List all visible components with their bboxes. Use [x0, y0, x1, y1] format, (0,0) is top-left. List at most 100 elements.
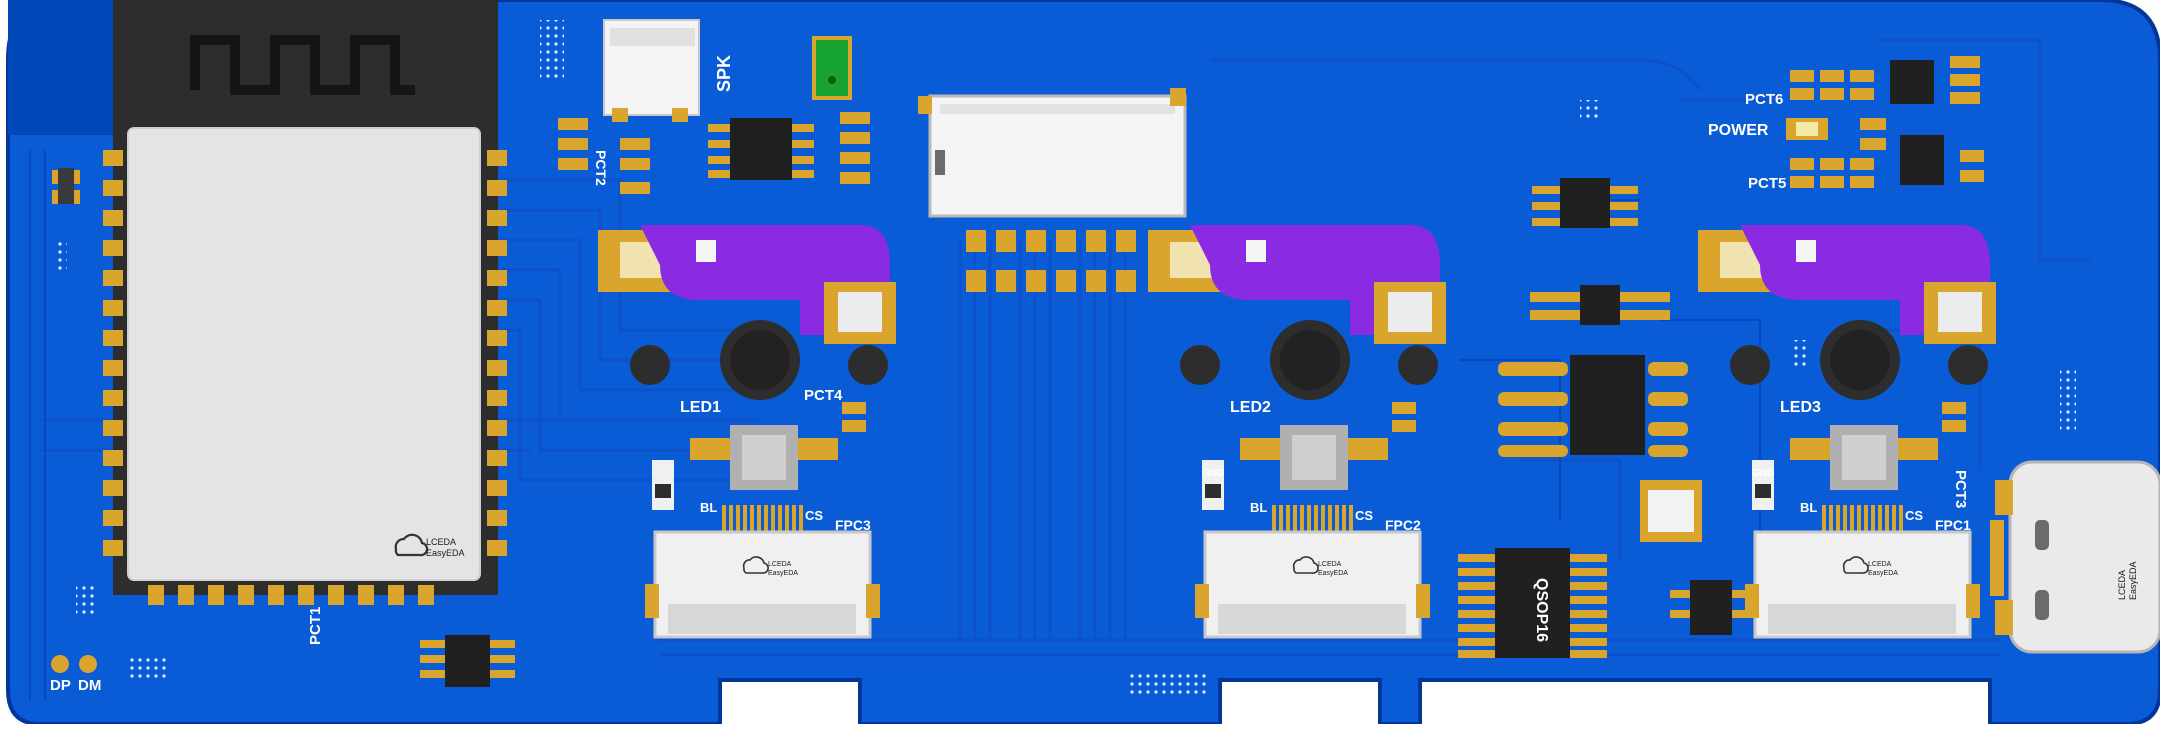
- fpc-pin: [1829, 505, 1833, 535]
- fpc-pin: [1321, 505, 1325, 535]
- label-bl-2: BL: [1250, 500, 1267, 515]
- passive: [1392, 420, 1416, 432]
- module-pad: [487, 480, 507, 496]
- fpc-pin: [1871, 505, 1875, 535]
- mount-hole: [1730, 345, 1770, 385]
- fpc-pin: [1899, 505, 1903, 535]
- pcb-antenna-trace: [190, 35, 415, 95]
- inductor-core: [1292, 435, 1336, 480]
- module-pad: [418, 585, 434, 605]
- fpc-anchor: [866, 584, 880, 618]
- logo-text-easyeda: EasyEDA: [426, 548, 465, 558]
- fpc-pin: [1300, 505, 1304, 535]
- label-led-3: LED3: [1780, 399, 1821, 416]
- fpc-latch: [668, 604, 856, 634]
- buzzer-center: [1280, 330, 1340, 390]
- fpc-pin: [1279, 505, 1283, 535]
- label-pct6: PCT6: [1745, 91, 1783, 108]
- label-pct4: PCT4: [804, 387, 843, 404]
- fpc-pin: [799, 505, 803, 535]
- module-pad: [103, 300, 123, 316]
- usb-logo-line2: EasyEDA: [2128, 561, 2138, 600]
- fpc-pin: [1843, 505, 1847, 535]
- usb-c-connector: LCEDA EasyEDA: [1990, 460, 2160, 654]
- inductor-core: [1842, 435, 1886, 480]
- passive: [1362, 440, 1386, 452]
- easyeda-logo: LCEDA EasyEDA: [394, 533, 465, 558]
- passive: [842, 402, 866, 414]
- bottom-right-ic: [1670, 580, 1752, 635]
- regulator-ic: [1530, 285, 1670, 325]
- module-pad: [103, 270, 123, 286]
- power-passives: [1790, 56, 1984, 188]
- left-edge-strip: [8, 0, 113, 135]
- label-cs-1: CS: [805, 508, 823, 523]
- module-pad: [487, 540, 507, 556]
- mount-hole: [630, 345, 670, 385]
- fpc-pin: [1286, 505, 1290, 535]
- label-fpc-2: FPC2: [1385, 517, 1421, 533]
- fpc-pin: [1342, 505, 1346, 535]
- label-pct2: PCT2: [593, 150, 609, 186]
- dp-pad: [51, 655, 69, 673]
- module-shield: [127, 127, 481, 581]
- fpc-pin: [1335, 505, 1339, 535]
- module-pad: [487, 450, 507, 466]
- module-pad: [487, 420, 507, 436]
- module-pad: [487, 300, 507, 316]
- wifi-module: LCEDA EasyEDA: [103, 0, 507, 605]
- dm-pad: [79, 655, 97, 673]
- label-pct1: PCT1: [307, 607, 324, 645]
- fpc-pin: [1307, 505, 1311, 535]
- fpc-pin: [1836, 505, 1840, 535]
- module-pad: [103, 330, 123, 346]
- buzzer-center: [1830, 330, 1890, 390]
- led-lens: [696, 240, 716, 262]
- green-component: [812, 36, 852, 100]
- fpc-pin: [771, 505, 775, 535]
- module-pad: [178, 585, 194, 605]
- diode-body: [1755, 484, 1771, 498]
- fpc-pin: [1272, 505, 1276, 535]
- label-gnd-3: GND: [1752, 468, 1774, 479]
- fpc-pin: [736, 505, 740, 535]
- inductor-pad: [690, 438, 730, 460]
- usb-logo-line1: LCEDA: [2117, 570, 2127, 600]
- module-pad: [208, 585, 224, 605]
- fpc-logo-line2: EasyEDA: [1868, 570, 1898, 577]
- led-lens: [1796, 240, 1816, 262]
- label-led-2: LED2: [1230, 399, 1271, 416]
- module-pad: [487, 270, 507, 286]
- fpc-pin: [729, 505, 733, 535]
- module-pad: [238, 585, 254, 605]
- fpc-anchor: [645, 584, 659, 618]
- module-pad: [103, 180, 123, 196]
- inductor-pad: [1240, 438, 1280, 460]
- fpc-pin: [764, 505, 768, 535]
- fpc-pin: [1864, 505, 1868, 535]
- fpc-anchor: [1195, 584, 1209, 618]
- switch-pad-inner: [1388, 292, 1432, 332]
- module-pad: [388, 585, 404, 605]
- module-pad: [103, 360, 123, 376]
- module-pad: [487, 150, 507, 166]
- speaker-connector: [603, 19, 700, 122]
- fpc-latch: [1768, 604, 1956, 634]
- label-pct5: PCT5: [1748, 175, 1786, 192]
- passive: [1942, 402, 1966, 414]
- module-pad: [103, 150, 123, 166]
- crystal: [1640, 480, 1702, 542]
- qsop16-ic: QSOP16: [1458, 548, 1607, 658]
- diode-body: [1205, 484, 1221, 498]
- fpc-pin: [757, 505, 761, 535]
- label-fpc-1: FPC3: [835, 517, 871, 533]
- module-pad: [103, 480, 123, 496]
- module-pad: [487, 210, 507, 226]
- fpc-pin: [1857, 505, 1861, 535]
- module-pad: [103, 420, 123, 436]
- label-bl-1: BL: [700, 500, 717, 515]
- sd-card-resistor-array: [966, 230, 1136, 292]
- passive: [1912, 440, 1936, 452]
